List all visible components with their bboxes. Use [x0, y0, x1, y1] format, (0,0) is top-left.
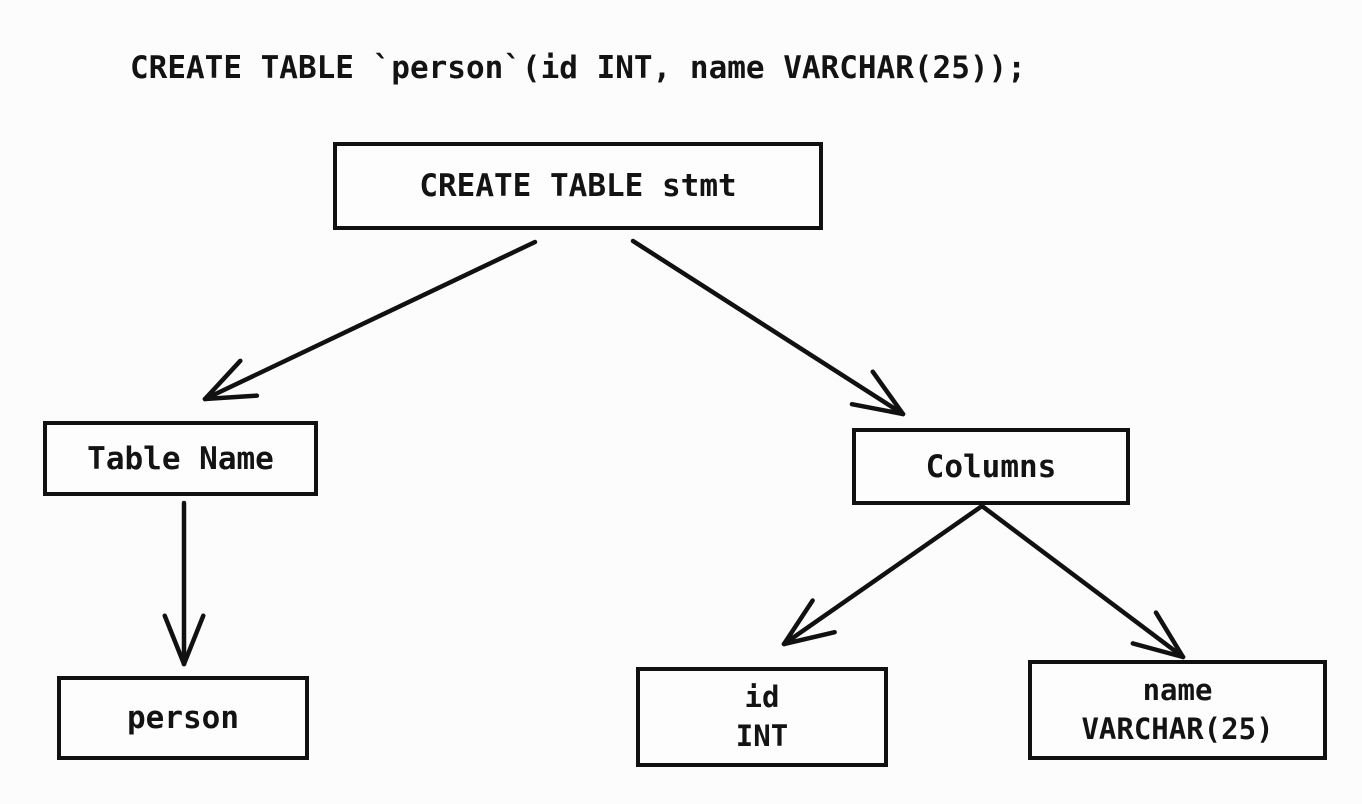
- node-table-name: Table Name: [43, 421, 318, 496]
- edge-columns-to-id: [781, 503, 985, 647]
- node-id-int: id INT: [636, 667, 888, 767]
- edge-table-name-to-person: [162, 500, 206, 667]
- node-columns-label: Columns: [925, 448, 1057, 485]
- edge-stmt-to-table-name: [202, 239, 538, 402]
- node-name-varchar: name VARCHAR(25): [1028, 660, 1327, 760]
- node-person-label: person: [127, 700, 239, 736]
- node-create-table-stmt: CREATE TABLE stmt: [333, 142, 823, 230]
- node-id-int-line1: id: [744, 680, 780, 714]
- node-columns: Columns: [852, 428, 1130, 505]
- node-id-int-line2: INT: [735, 719, 789, 753]
- sql-statement-text: CREATE TABLE `person`(id INT, name VARCH…: [130, 50, 1026, 86]
- edge-stmt-to-columns: [630, 238, 906, 417]
- node-person: person: [57, 676, 309, 760]
- node-table-name-label: Table Name: [87, 440, 274, 477]
- node-name-varchar-line2: VARCHAR(25): [1081, 712, 1274, 746]
- node-name-varchar-line1: name: [1142, 673, 1213, 707]
- node-create-table-stmt-label: CREATE TABLE stmt: [419, 168, 737, 204]
- edge-columns-to-name: [979, 503, 1186, 660]
